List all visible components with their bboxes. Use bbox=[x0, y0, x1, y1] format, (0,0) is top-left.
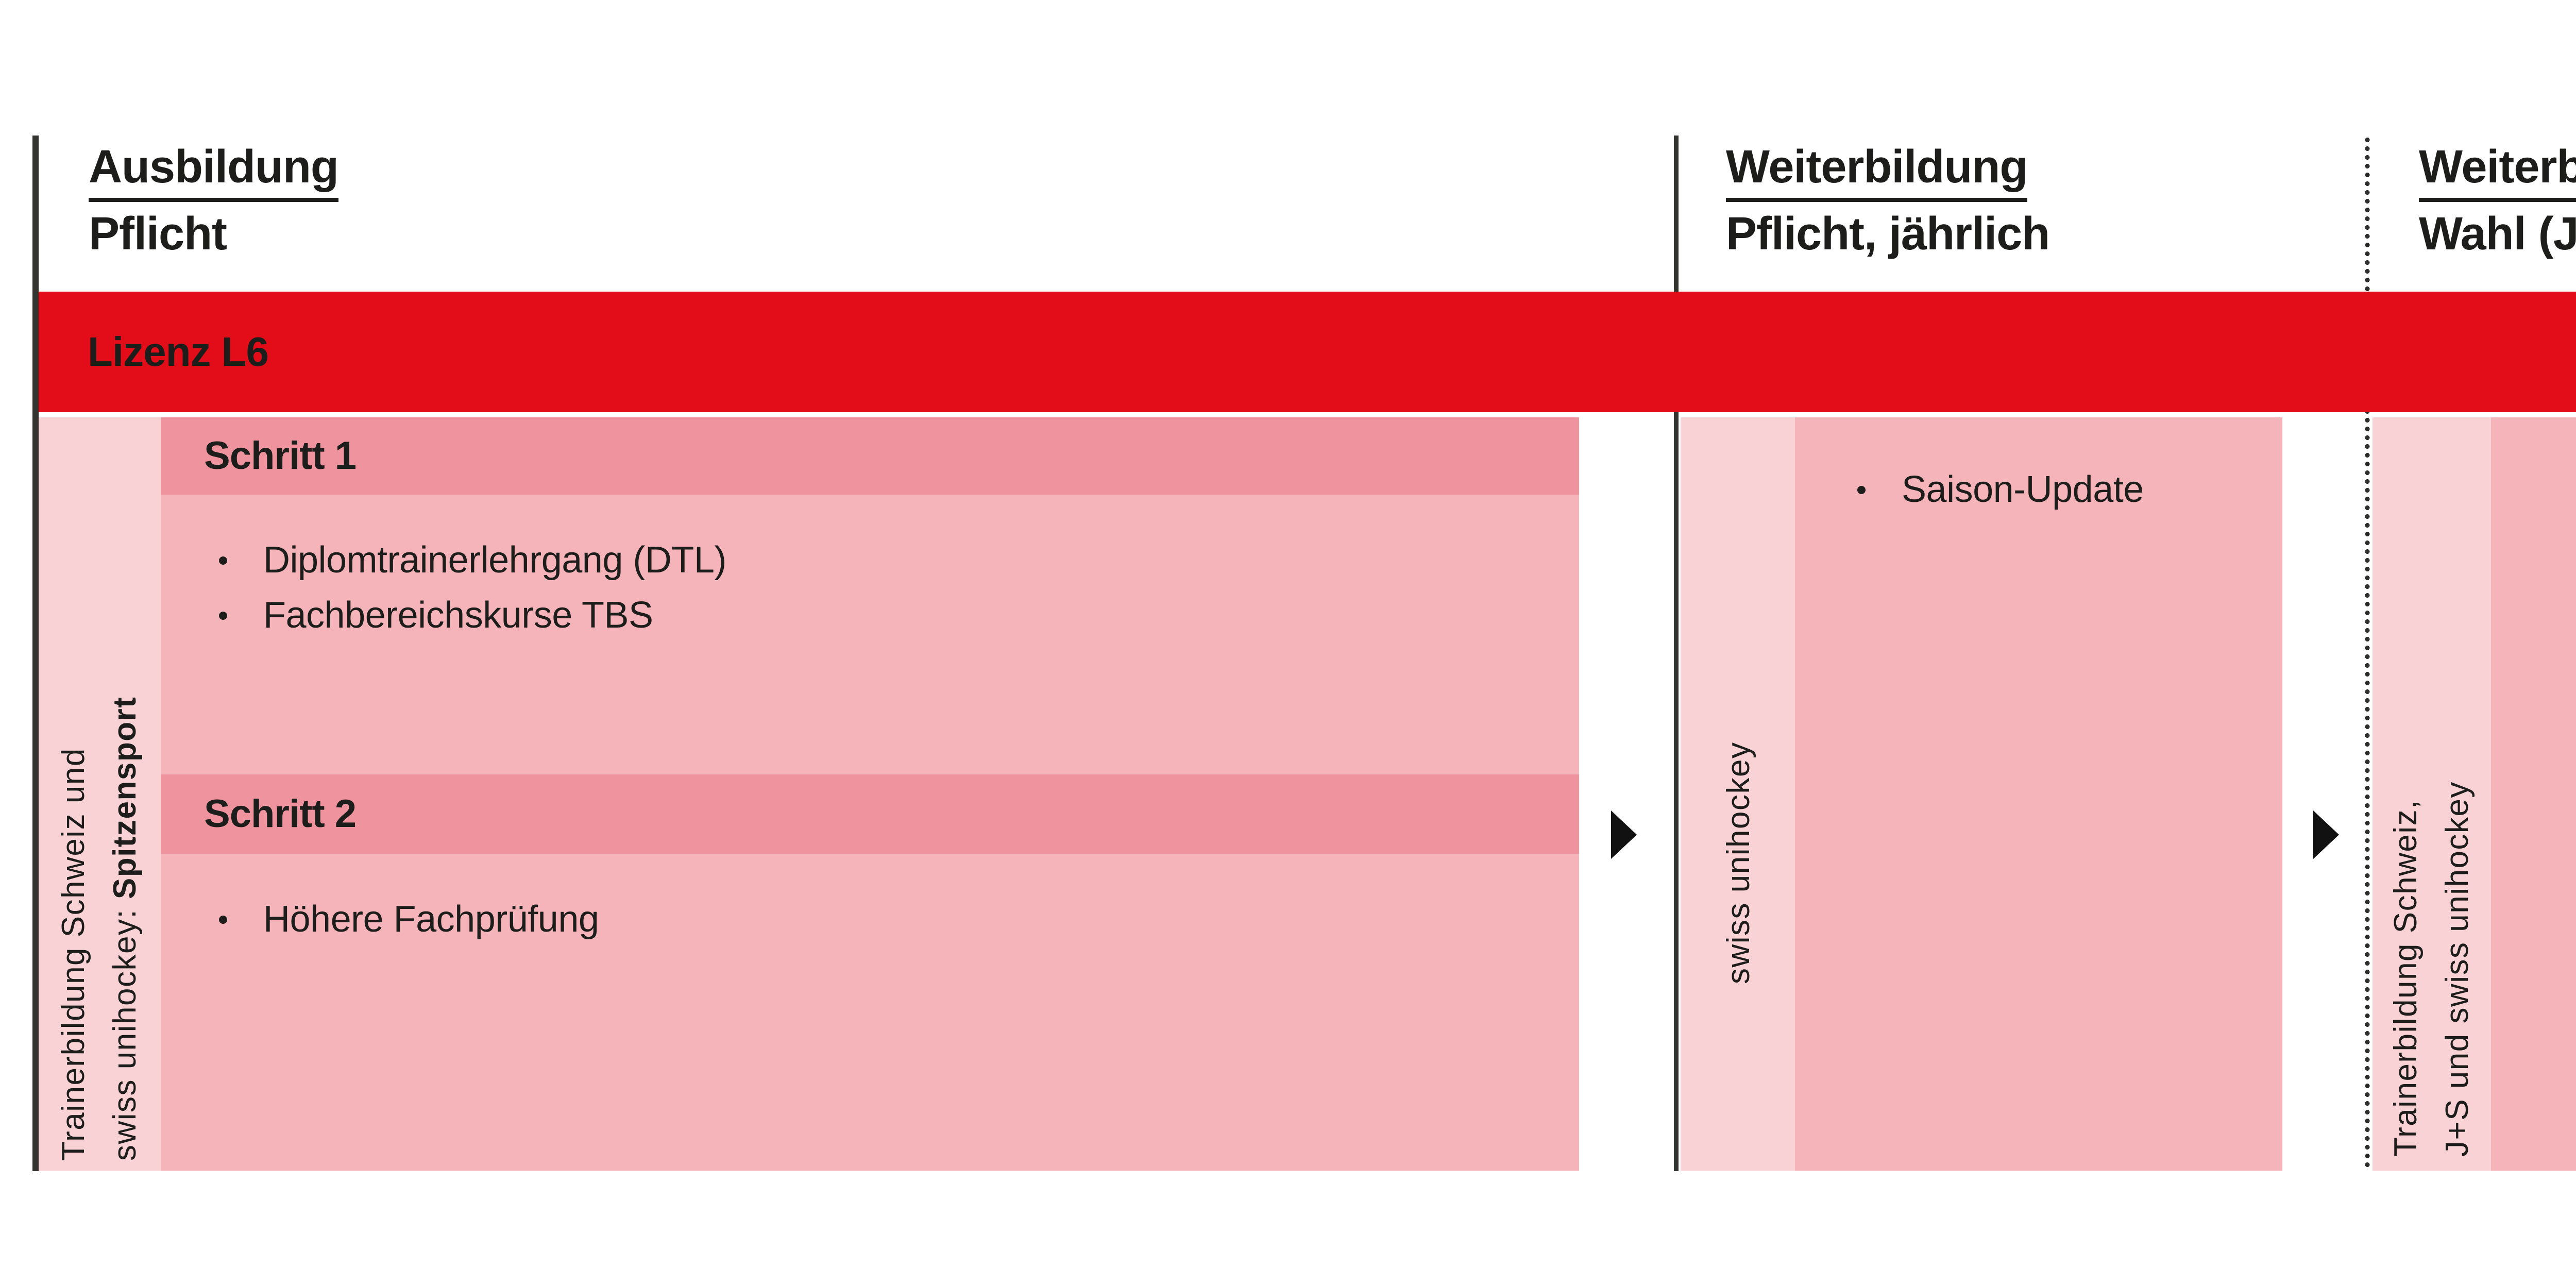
bullet-dot-icon bbox=[219, 916, 227, 924]
column-divider-dotted bbox=[2364, 136, 2370, 1171]
arrow-right-icon bbox=[1611, 810, 1637, 859]
side-label-line: J+S und swiss unihockey bbox=[2439, 781, 2475, 1157]
column1-header: Ausbildung Pflicht bbox=[89, 140, 339, 261]
column1-side-strip bbox=[39, 417, 161, 1171]
column1-step1-list: Diplomtrainerlehrgang (DTL) Fachbereichs… bbox=[219, 533, 726, 643]
column3-subtitle: Wahl (J+S: mind. alle 2 Jahre) bbox=[2419, 208, 2576, 260]
bullet-dot-icon bbox=[219, 556, 227, 565]
column1-subtitle: Pflicht bbox=[89, 208, 227, 260]
side-label-line: Trainerbildung Schweiz, bbox=[2388, 799, 2424, 1157]
column2-title: Weiterbildung bbox=[1726, 140, 2028, 202]
column2-side-label: swiss unihockey bbox=[1718, 742, 1759, 984]
column3-title: Weiterbildung bbox=[2419, 140, 2576, 202]
step1-heading: Schritt 1 bbox=[204, 434, 357, 478]
list-item: Saison-Update bbox=[1857, 462, 2144, 517]
column2-list: Saison-Update bbox=[1857, 462, 2144, 517]
column3-panel bbox=[2491, 417, 2576, 1171]
side-label-line: swiss unihockey bbox=[1721, 741, 1756, 984]
column2-panel bbox=[1795, 417, 2282, 1171]
license-label: Lizenz L6 bbox=[88, 329, 269, 375]
column3-header: Weiterbildung Wahl (J+S: mind. alle 2 Ja… bbox=[2419, 140, 2576, 261]
column1-step2-list: Höhere Fachprüfung bbox=[219, 892, 599, 947]
column2-header: Weiterbildung Pflicht, jährlich bbox=[1726, 140, 2050, 261]
column3-side-label: Trainerbildung Schweiz, J+S und swiss un… bbox=[2380, 781, 2483, 1157]
arrow-right-icon bbox=[2313, 810, 2339, 859]
bullet-dot-icon bbox=[1857, 486, 1866, 494]
list-item: Diplomtrainerlehrgang (DTL) bbox=[219, 533, 726, 588]
column1-step1-band: Schritt 1 bbox=[161, 417, 1579, 495]
column3-side-strip bbox=[2372, 417, 2491, 1171]
step2-heading: Schritt 2 bbox=[204, 792, 357, 836]
column-divider-solid bbox=[1674, 136, 1679, 1171]
list-item: Höhere Fachprüfung bbox=[219, 892, 599, 947]
left-boundary-line bbox=[32, 136, 39, 1171]
column2-subtitle: Pflicht, jährlich bbox=[1726, 208, 2050, 260]
bullet-dot-icon bbox=[219, 612, 227, 620]
side-label-line: swiss unihockey: Spitzensport bbox=[107, 696, 143, 1161]
column1-title: Ausbildung bbox=[89, 140, 339, 202]
list-item: Fachbereichskurse TBS bbox=[219, 588, 726, 643]
column1-side-label: Trainerbildung Schweiz und swiss unihock… bbox=[48, 697, 151, 1161]
side-label-line: Trainerbildung Schweiz und bbox=[56, 748, 91, 1161]
column1-step2-band: Schritt 2 bbox=[161, 774, 1579, 854]
license-bar: Lizenz L6 bbox=[39, 292, 2576, 412]
column2-side-strip bbox=[1681, 417, 1795, 1171]
